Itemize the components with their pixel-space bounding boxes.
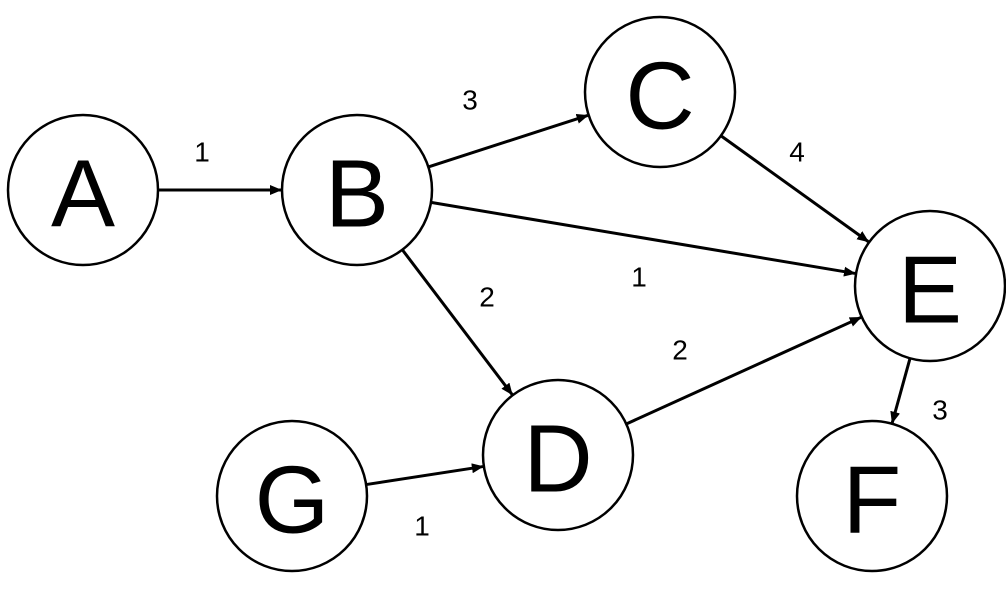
node-c: C [583, 15, 737, 169]
node-d: D [481, 378, 635, 532]
edge-weight-g-to-d: 1 [414, 511, 430, 542]
node-label-d: D [523, 406, 592, 513]
node-circle-a [6, 113, 160, 267]
nodes-layer: A B C D EF G [6, 15, 1006, 573]
node-circle-c [583, 15, 737, 169]
edge-g-to-d [365, 463, 484, 487]
edge-b-to-e [430, 200, 857, 277]
node-label-b: B [325, 141, 389, 248]
node-b: B [280, 113, 434, 267]
node-circle-b [280, 113, 434, 267]
edge-d-to-e [625, 316, 862, 426]
node-label-a: A [51, 141, 115, 248]
edge-weight-c-to-e: 4 [789, 137, 805, 168]
edges-layer [158, 113, 912, 487]
edge-weight-e-to-f: 3 [932, 395, 948, 426]
node-circle-f [795, 419, 949, 573]
node-label-c: C [625, 43, 694, 150]
node-e: E [853, 209, 1006, 363]
edge-weight-b-to-e: 1 [631, 262, 647, 293]
node-f: F [795, 419, 949, 573]
edge-b-to-d [401, 248, 514, 396]
node-label-e: E [898, 237, 962, 344]
edge-e-to-f [890, 357, 912, 424]
node-circle-e [853, 209, 1006, 363]
edge-c-to-e [720, 134, 870, 243]
edge-weight-b-to-c: 3 [462, 85, 478, 116]
edge-b-to-c [427, 113, 589, 169]
node-a: A [6, 113, 160, 267]
node-circle-g [215, 419, 369, 573]
edge-weight-b-to-d: 2 [479, 282, 495, 313]
node-label-g: G [255, 447, 330, 554]
node-label-f: F [843, 447, 902, 554]
edge-weights-layer: 1 3 1 2 4 2 1 3 [194, 85, 948, 542]
edge-weight-a-to-b: 1 [194, 137, 210, 168]
edge-weight-d-to-e: 2 [672, 335, 688, 366]
node-g: G [215, 419, 369, 573]
node-circle-d [481, 378, 635, 532]
